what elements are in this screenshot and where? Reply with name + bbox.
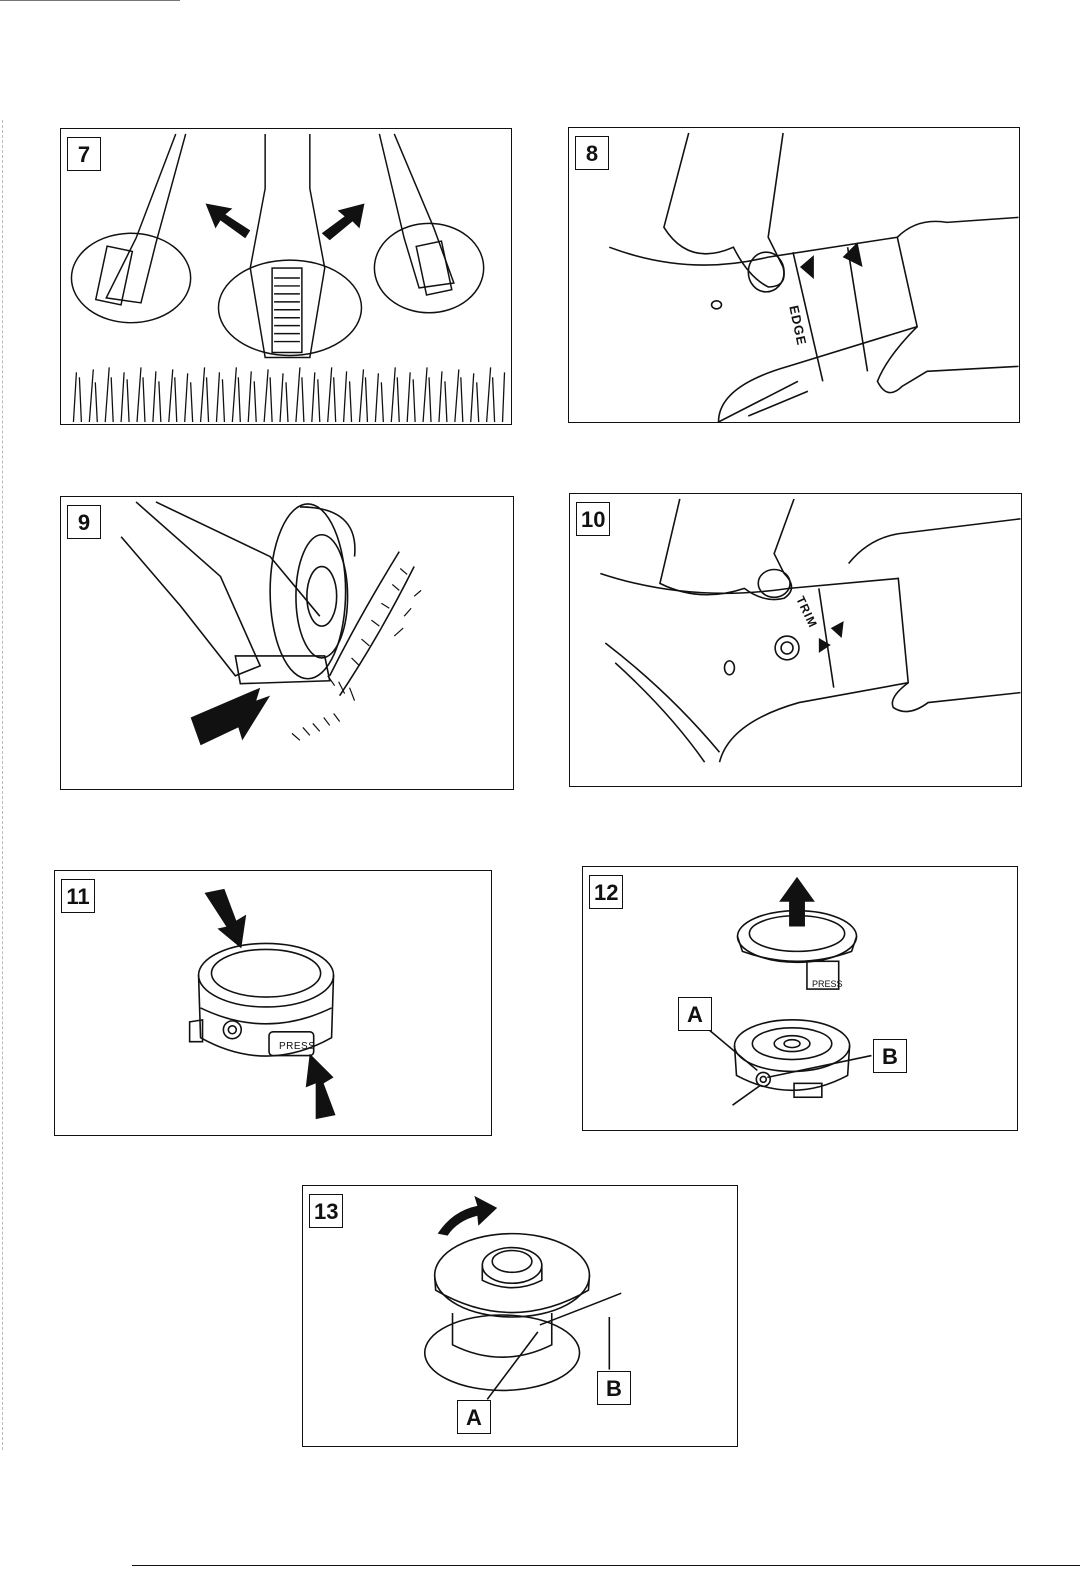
press-marking: PRESS <box>279 1041 316 1052</box>
top-rule <box>0 0 180 1</box>
figure-11: 11 PRESS <box>54 870 492 1136</box>
figure-7-illustration <box>70 133 506 423</box>
figure-number: 11 <box>61 879 95 913</box>
figure-number: 10 <box>576 502 611 536</box>
figure-12: 12 PRESS A B <box>582 866 1018 1131</box>
callout-a: A <box>678 997 712 1031</box>
figure-9-illustration <box>120 501 422 746</box>
figure-number: 12 <box>589 875 624 909</box>
figure-10: 10 TRIM <box>569 493 1022 787</box>
figure-12-illustration <box>707 876 872 1106</box>
figure-9: 9 <box>60 496 514 790</box>
figure-11-illustration <box>188 888 336 1120</box>
figure-number: 9 <box>67 505 101 539</box>
bottom-rule <box>132 1565 1080 1566</box>
figure-13-illustration <box>423 1195 622 1400</box>
figure-number: 13 <box>309 1194 344 1228</box>
figure-8-illustration <box>608 132 1019 422</box>
figure-10-illustration <box>600 498 1021 763</box>
margin-rule <box>2 120 3 1450</box>
figure-8: 8 EDGE <box>568 127 1020 423</box>
figure-number: 8 <box>575 136 609 170</box>
callout-b: B <box>873 1039 907 1073</box>
callout-a: A <box>457 1400 491 1434</box>
figure-number: 7 <box>67 137 101 171</box>
figure-13: 13 A B <box>302 1185 738 1447</box>
callout-b: B <box>597 1371 631 1405</box>
figure-7: 7 <box>60 128 512 425</box>
press-marking: PRESS <box>812 979 843 989</box>
